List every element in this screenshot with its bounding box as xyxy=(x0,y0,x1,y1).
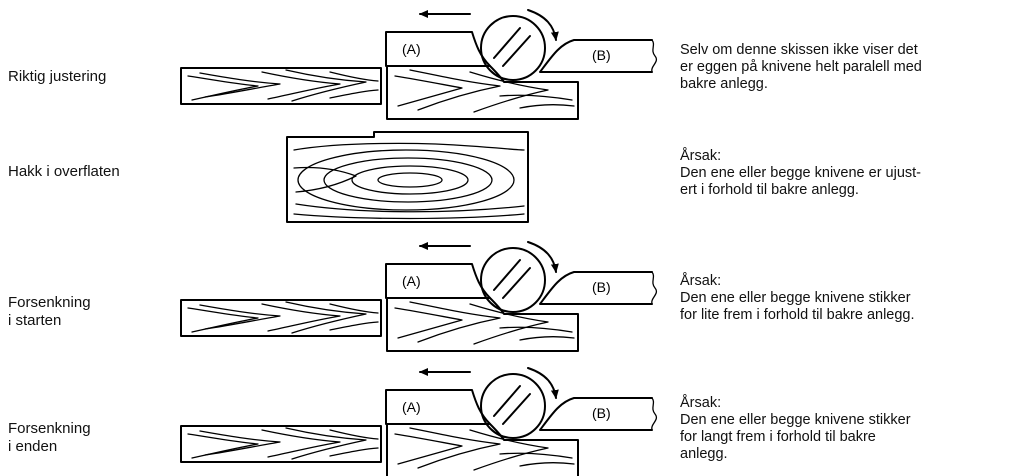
illustration-dip-at-start xyxy=(181,242,656,351)
knife-label-b: (B) xyxy=(592,47,611,63)
row-description-correct-adjustment: Selv om denne skissen ikke viser det er … xyxy=(680,42,922,92)
knife-label-b: (B) xyxy=(592,279,611,295)
knife-label-a: (A) xyxy=(402,273,421,289)
row-label-dip-at-start: Forsenkning i starten xyxy=(8,294,91,329)
row-label-notch-in-surface: Hakk i overflaten xyxy=(8,163,120,180)
row-label-correct-adjustment: Riktig justering xyxy=(8,68,107,85)
illustration-correct-adjustment xyxy=(181,10,656,119)
row-description-dip-at-start: Årsak: Den ene eller begge knivene stikk… xyxy=(680,273,915,323)
row-description-notch-in-surface: Årsak: Den ene eller begge knivene er uj… xyxy=(680,148,922,198)
illustration-notch-board xyxy=(286,131,529,223)
knife-label-a: (A) xyxy=(402,399,421,415)
knife-label-a: (A) xyxy=(402,41,421,57)
row-label-dip-at-end: Forsenkning i enden xyxy=(8,420,91,455)
row-description-dip-at-end: Årsak: Den ene eller begge knivene stikk… xyxy=(680,395,911,462)
knife-label-b: (B) xyxy=(592,405,611,421)
illustration-dip-at-end xyxy=(181,368,656,476)
